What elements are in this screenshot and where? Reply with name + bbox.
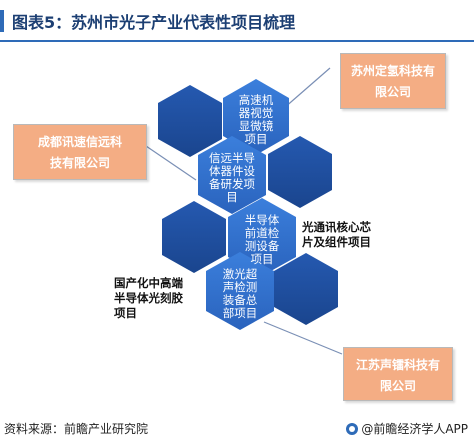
company-top-right-line-1: 苏州定氢科技有 bbox=[350, 64, 435, 78]
company-left-line-1: 成都讯速信远科 bbox=[37, 135, 122, 149]
company-left-line-2: 技有限公司 bbox=[49, 156, 110, 170]
company-box-bottom-right: 江苏声镭科技有 限公司 bbox=[343, 347, 453, 401]
hexagon-project-4-label-line-3: 装备总 bbox=[223, 293, 258, 307]
hexagon-project-1-label-line-3: 显微镜 bbox=[239, 119, 274, 133]
hexagon-decor-1 bbox=[158, 85, 222, 157]
hexagon-project-3-label-line-4: 项目 bbox=[251, 252, 274, 266]
brand-credit-text: @前瞻经济学人APP bbox=[361, 422, 468, 436]
side-label-left-line-2: 半导体光刻胶 bbox=[114, 291, 183, 305]
side-label-right: 光通讯核心芯 片及组件项目 bbox=[302, 220, 371, 250]
company-bottom-right-line-2: 限公司 bbox=[379, 379, 416, 393]
brand-credit: @前瞻经济学人APP bbox=[346, 420, 468, 437]
hexagon-project-2-label-line-4: 目 bbox=[226, 190, 238, 204]
source-note: 资料来源：前瞻产业研究院 bbox=[4, 422, 149, 436]
hexagon-project-4-label-line-1: 激光超 bbox=[223, 267, 258, 281]
hexagon-project-1 bbox=[223, 79, 289, 155]
title-underline bbox=[0, 40, 474, 42]
hexagon-project-2 bbox=[198, 136, 266, 214]
connector-left bbox=[145, 145, 197, 181]
hexagon-project-3-label-line-2: 前道检 bbox=[245, 226, 280, 240]
hexagon-decor-3 bbox=[162, 201, 226, 273]
hexagon-project-2-label-line-1: 信远半导 bbox=[209, 151, 255, 165]
side-label-right-line-1: 光通讯核心芯 bbox=[302, 220, 371, 234]
page-title: 图表5：苏州市光子产业代表性项目梳理 bbox=[12, 13, 296, 32]
hexagon-project-1-label-line-1: 高速机 bbox=[239, 93, 274, 107]
hexagon-project-4-label-line-2: 声检测 bbox=[223, 280, 258, 294]
hexagon-project-3-label-line-3: 测设备 bbox=[245, 239, 280, 253]
company-bottom-right-line-1: 江苏声镭科技有 bbox=[355, 358, 440, 372]
hexagon-project-3-label-line-1: 半导体 bbox=[245, 213, 280, 227]
side-label-left-line-3: 项目 bbox=[114, 306, 137, 320]
title-accent-bar bbox=[0, 10, 4, 32]
company-box-top-right: 苏州定氢科技有 限公司 bbox=[340, 53, 446, 109]
company-box-left: 成都讯速信远科 技有限公司 bbox=[13, 124, 147, 180]
company-top-right-line-2: 限公司 bbox=[374, 85, 411, 99]
hexagon-project-1-label-line-2: 器视觉 bbox=[239, 106, 274, 120]
hexagon-project-2-label-line-2: 体器件设 bbox=[209, 164, 255, 178]
title-bar: 图表5：苏州市光子产业代表性项目梳理 bbox=[0, 0, 474, 44]
brand-logo-icon bbox=[346, 423, 359, 435]
hexagon-project-4-label-line-4: 部项目 bbox=[223, 306, 258, 320]
hexagon-project-4 bbox=[206, 252, 274, 330]
hexagon-decor-4 bbox=[274, 253, 338, 325]
hexagon-decor-2 bbox=[268, 136, 332, 208]
connector-bottom-right bbox=[263, 321, 343, 355]
hexagon-project-2-label-line-3: 备研发项 bbox=[209, 177, 255, 191]
hexagon-project-1-label-line-4: 项目 bbox=[245, 132, 268, 146]
side-label-left: 国产化中高端 半导体光刻胶 项目 bbox=[114, 276, 183, 321]
side-label-left-line-1: 国产化中高端 bbox=[114, 276, 183, 290]
side-label-right-line-2: 片及组件项目 bbox=[302, 235, 371, 249]
